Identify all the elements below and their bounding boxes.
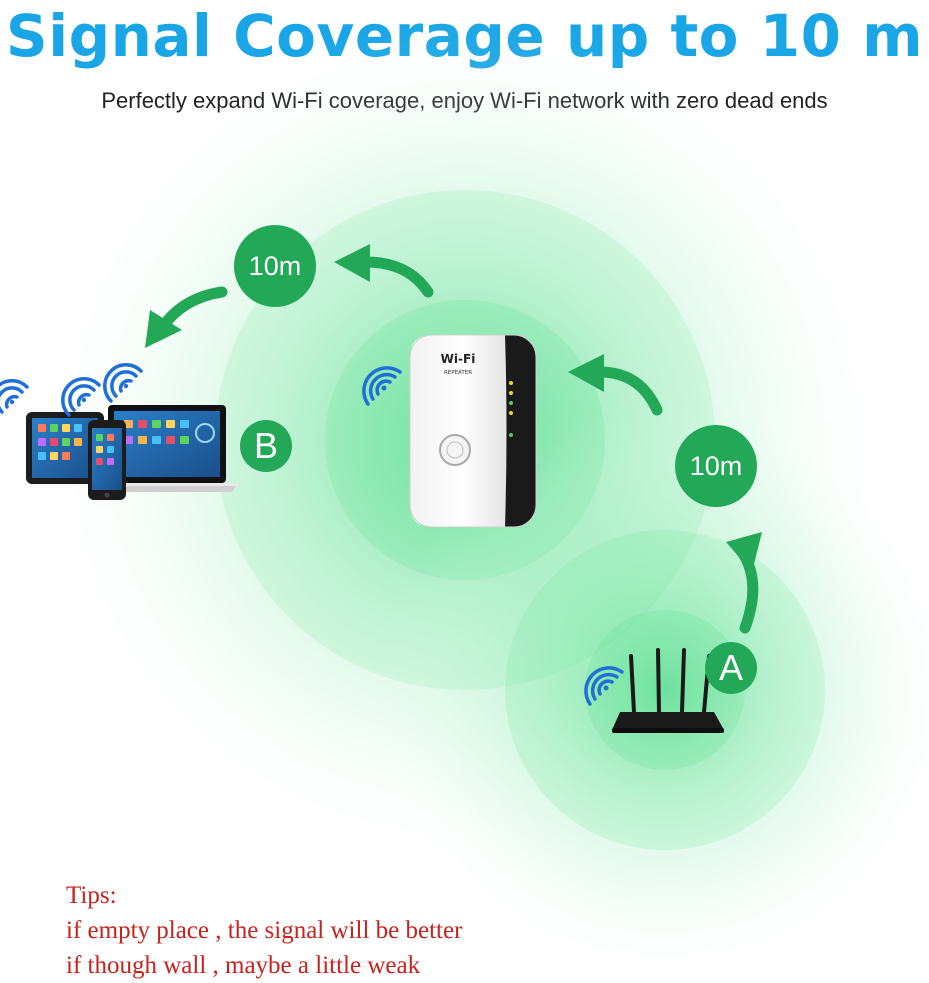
label-a-badge: A: [705, 642, 757, 694]
tips-block: Tips: if empty place , the signal will b…: [66, 878, 462, 983]
phone-device: [88, 420, 126, 500]
distance-badge-right: 10m: [675, 425, 757, 507]
tips-line-1: if empty place , the signal will be bett…: [66, 917, 463, 944]
repeater-brand: Wi-Fi: [441, 352, 476, 366]
label-b-badge: B: [240, 420, 292, 472]
tips-heading: Tips:: [66, 882, 117, 909]
tips-line-2: if though wall , maybe a little weak: [66, 952, 421, 979]
wifi-signal-icon: [0, 363, 624, 706]
laptop-device: [96, 405, 238, 492]
tablet-device: [26, 412, 104, 484]
repeater-model: REPEATER: [444, 370, 472, 376]
repeater-device: Wi-Fi REPEATER: [409, 334, 537, 528]
distance-badge-top: 10m: [234, 225, 316, 307]
arrowheads: [145, 244, 762, 572]
router-device: [612, 648, 724, 733]
